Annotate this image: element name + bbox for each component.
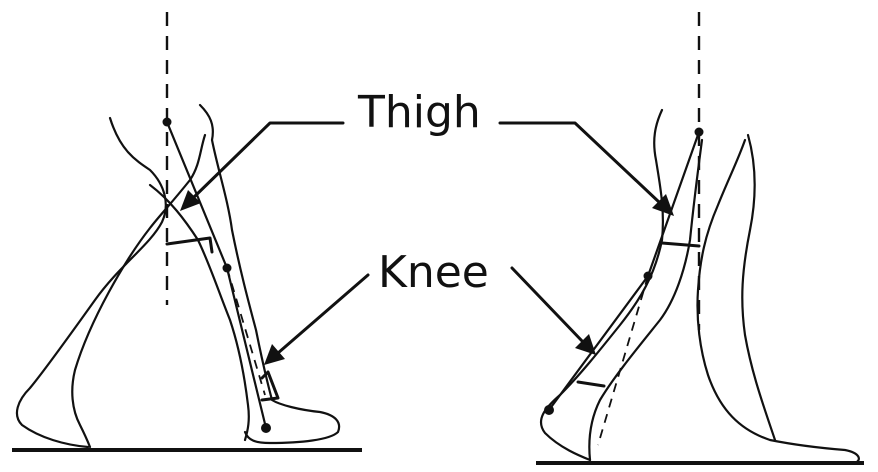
right-knee-angle-marker (578, 382, 604, 386)
right-figure (536, 12, 864, 463)
right-shank-segment (549, 276, 648, 410)
knee-leader-left (278, 275, 368, 353)
right-ankle-joint-dot (544, 405, 554, 415)
left-back-leg-outline (17, 118, 166, 447)
right-front-leg-outline (697, 140, 858, 463)
left-hip-joint-dot (163, 118, 172, 127)
right-thigh-angle-marker (662, 243, 699, 246)
right-hip-joint-dot (695, 128, 704, 137)
left-back-leg-front-outline (72, 135, 205, 447)
left-thigh-angle-marker (167, 238, 212, 252)
thigh-label: Thigh (357, 87, 481, 138)
right-front-leg-back-outline (742, 135, 775, 440)
knee-arrowhead-left (264, 344, 285, 365)
knee-leader-right (512, 268, 583, 342)
left-knee-joint-dot (223, 264, 232, 273)
right-knee-joint-dot (644, 272, 653, 281)
left-front-leg-back-outline (150, 185, 249, 440)
thigh-leader-left (192, 123, 343, 199)
left-ankle-joint-dot (261, 423, 271, 433)
thigh-leader-right (500, 123, 660, 203)
left-figure (12, 12, 362, 450)
right-thigh-extension-line (598, 276, 648, 445)
right-back-leg-outline (541, 110, 663, 460)
left-front-leg-outline (200, 105, 339, 443)
knee-label: Knee (378, 247, 489, 298)
